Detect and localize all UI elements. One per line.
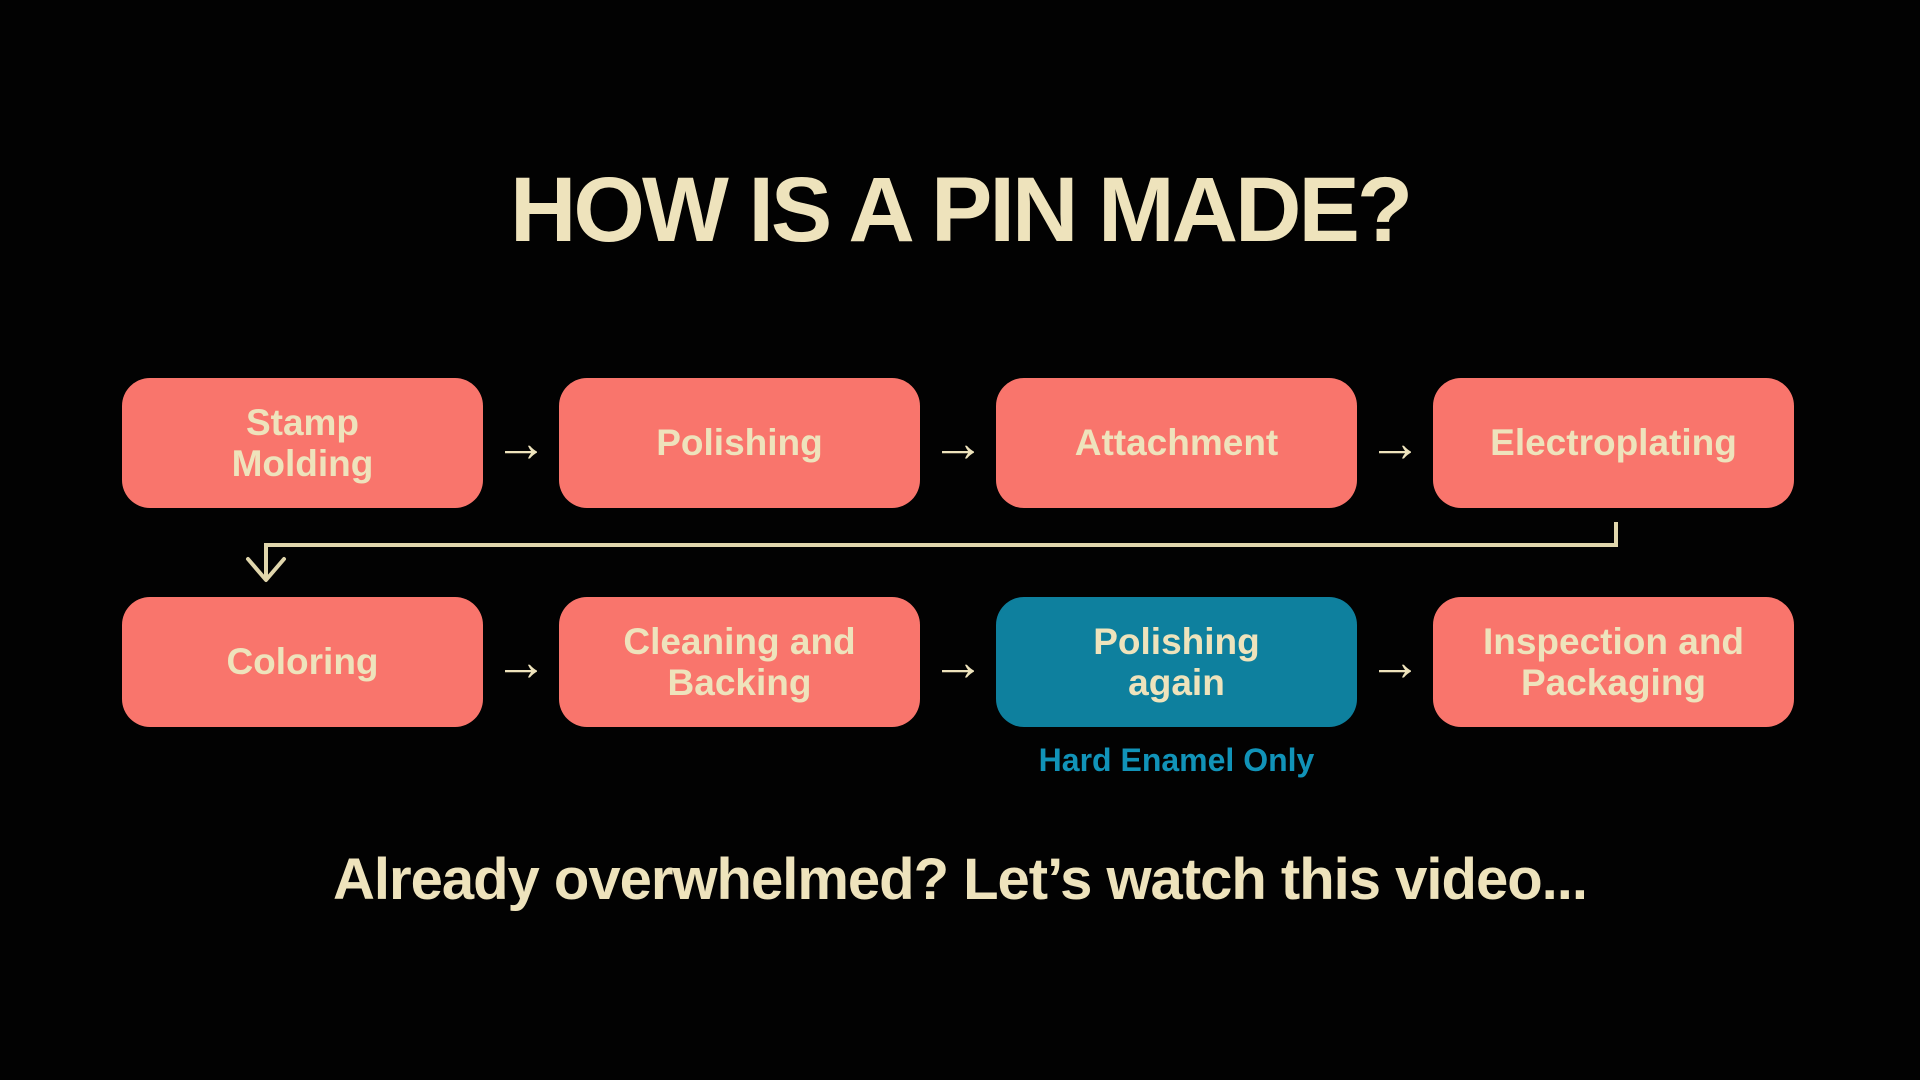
step-label: Polishing xyxy=(656,422,823,464)
flow-row-top: Stamp Molding → Polishing → Attachment →… xyxy=(122,378,1794,508)
page-title: HOW IS A PIN MADE? xyxy=(509,159,1413,261)
step-polishing: Polishing xyxy=(559,378,920,508)
step-coloring: Coloring xyxy=(122,597,483,727)
arrow-right-icon: → xyxy=(494,413,548,473)
arrow-down-icon xyxy=(246,557,286,582)
step-stamp-molding: Stamp Molding xyxy=(122,378,483,508)
arrow-right-icon: → xyxy=(1368,413,1422,473)
step-cleaning-and-backing: Cleaning and Backing xyxy=(559,597,920,727)
footer-text: Already overwhelmed? Let’s watch this vi… xyxy=(333,847,1588,912)
step-label: Cleaning and Backing xyxy=(623,620,856,703)
step-polishing-again: Polishing again xyxy=(996,597,1357,727)
step-label: Attachment xyxy=(1074,422,1279,464)
step-label: Polishing again xyxy=(1093,620,1260,703)
flow-row-bottom: Coloring → Cleaning and Backing → Polish… xyxy=(122,597,1794,727)
step-label: Electroplating xyxy=(1490,422,1737,464)
step-label: Coloring xyxy=(226,641,379,683)
step-attachment: Attachment xyxy=(996,378,1357,508)
arrow-right-icon: → xyxy=(494,632,548,692)
arrow-right-icon: → xyxy=(931,413,985,473)
arrow-right-icon: → xyxy=(1368,632,1422,692)
step-label: Stamp Molding xyxy=(231,401,374,484)
step-label: Inspection and Packaging xyxy=(1482,620,1745,703)
arrow-right-icon: → xyxy=(931,632,985,692)
note-hard-enamel-only: Hard Enamel Only xyxy=(1038,742,1315,778)
step-inspection-and-packaging: Inspection and Packaging xyxy=(1433,597,1794,727)
step-electroplating: Electroplating xyxy=(1433,378,1794,508)
